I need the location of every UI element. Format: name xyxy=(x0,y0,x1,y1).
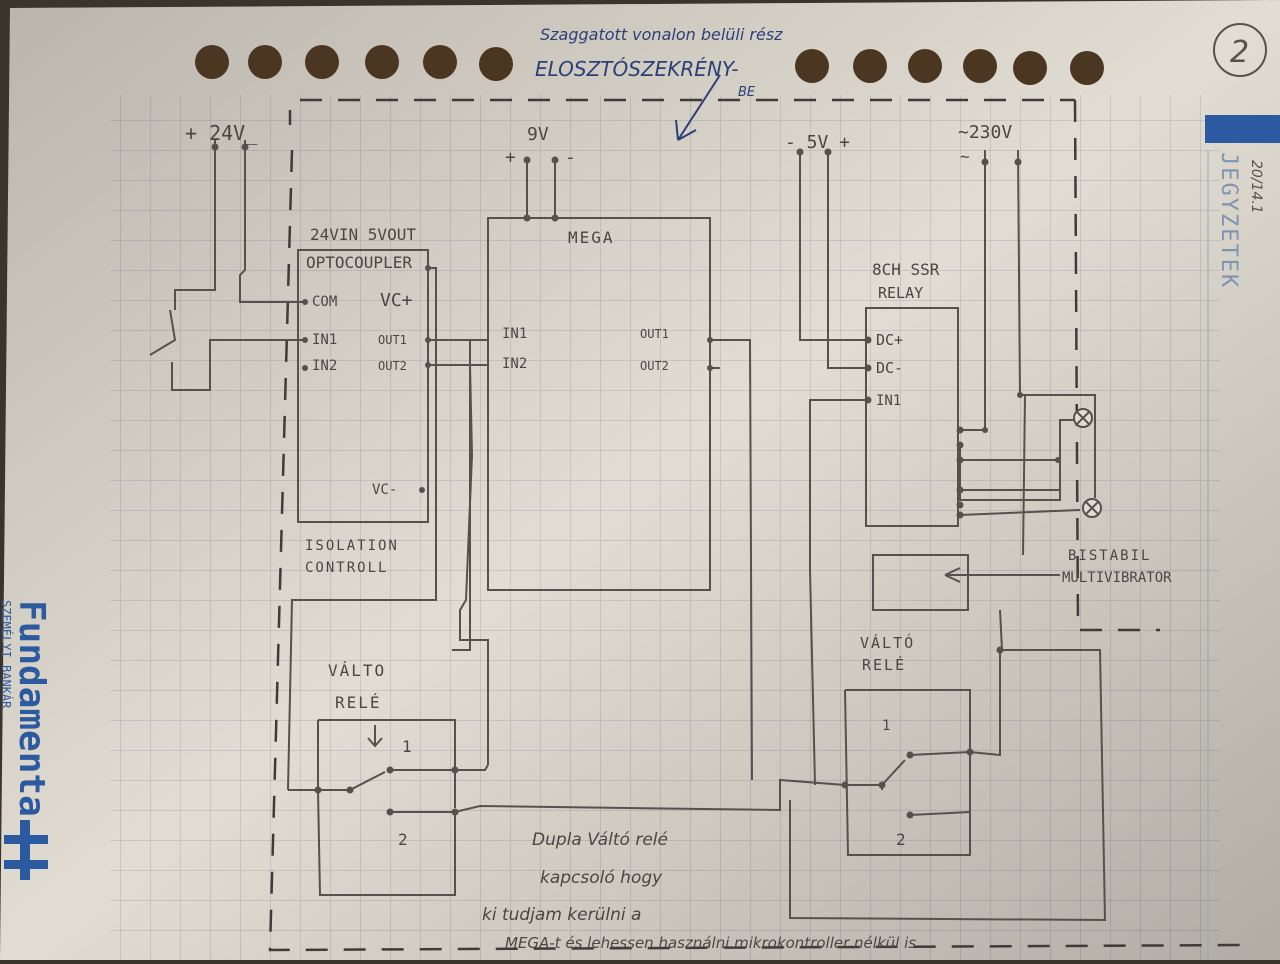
relay-right-title2: RELÉ xyxy=(862,655,906,674)
opto-vcminus-label: VC- xyxy=(372,482,397,498)
corner-scribble: 20/14.1 xyxy=(1248,160,1264,214)
supply-24v-label: + 24V_ xyxy=(185,121,258,145)
mega-in1-label: IN1 xyxy=(502,326,527,342)
opto-out1-label: OUT1 xyxy=(378,333,407,347)
mega-title: MEGA xyxy=(568,228,615,247)
annotation-line2: ELOSZTÓSZEKRÉNY- xyxy=(535,57,739,81)
note-line1: Dupla Váltó relé xyxy=(532,830,668,850)
cabinet-boundary-dashed xyxy=(268,98,1251,952)
ssr-dcminus-label: DC- xyxy=(876,359,903,377)
relay-coil-arrow xyxy=(367,725,383,748)
note-line2: kapcsoló hogy xyxy=(540,868,663,888)
opto-out2-label: OUT2 xyxy=(378,359,407,373)
relay-left-title1: VÁLTO xyxy=(328,661,386,680)
supply-5v-label: - 5V + xyxy=(785,132,850,153)
supply-9v-plus: + xyxy=(505,147,516,168)
ssr-dcplus-label: DC+ xyxy=(876,331,903,349)
optocoupler-title1: 24VIN 5VOUT xyxy=(310,225,416,244)
note-line4: MEGA-t és lehessen használni mikrokontro… xyxy=(505,934,916,952)
mega-out1-label: OUT1 xyxy=(640,327,669,341)
lamp-icon xyxy=(1082,498,1102,518)
page-number: 2 xyxy=(1230,35,1249,70)
note-line3: ki tudjam kerülni a xyxy=(482,905,641,925)
relay-right-pos2: 2 xyxy=(896,830,906,849)
opto-in2-label: IN2 xyxy=(312,358,337,374)
lamp-icon xyxy=(1073,408,1093,428)
terminal-dots xyxy=(211,143,1061,819)
relay-right-title1: VÁLTÓ xyxy=(860,633,915,652)
supply-230v-tilde: ~ xyxy=(960,147,970,166)
annotation-line3: BE xyxy=(738,85,756,100)
brand-mark-icon xyxy=(4,820,48,880)
relay-left-pos2: 2 xyxy=(398,830,408,849)
relay-right-pos1: 1 xyxy=(882,718,890,734)
relay-left-title2: RELÉ xyxy=(335,693,382,712)
punch-holes xyxy=(195,45,1104,85)
opto-in1-label: IN1 xyxy=(312,332,337,348)
mega-out2-label: OUT2 xyxy=(640,359,669,373)
bistable-line1: BISTABIL xyxy=(1068,548,1151,564)
supply-230v-label: ~230V xyxy=(958,122,1012,143)
ssr-title2: RELAY xyxy=(878,284,923,302)
page-number-circle xyxy=(1213,23,1267,77)
ssr-in1-label: IN1 xyxy=(876,393,901,409)
opto-footer2: CONTROLL xyxy=(305,560,388,576)
optocoupler-title2: OPTOCOUPLER xyxy=(306,253,412,272)
mega-in2-label: IN2 xyxy=(502,356,527,372)
relay-left-pos1: 1 xyxy=(402,737,412,756)
brand-sub-text: SZEMÉLYI BANKÁR xyxy=(0,600,14,709)
opto-com-label: COM xyxy=(312,294,337,310)
supply-9v-minus: - xyxy=(565,147,576,168)
margin-blue-bar xyxy=(1205,115,1280,143)
bistable-line2: MULTIVIBRATOR xyxy=(1062,570,1172,586)
labels: 2 Szaggatott vonalon belüli rész ELOSZTÓ… xyxy=(0,25,1264,952)
brand-logo-text: Fundamenta xyxy=(11,600,52,817)
annotation-arrow xyxy=(675,74,721,141)
opto-vcplus-label: VC+ xyxy=(380,290,413,311)
ssr-title1: 8CH SSR xyxy=(872,260,940,279)
opto-footer1: ISOLATION xyxy=(305,538,399,554)
annotation-line1: Szaggatott vonalon belüli rész xyxy=(540,25,783,44)
supply-9v-label: 9V xyxy=(527,124,549,145)
notes-label: JEGYZETEK xyxy=(1216,152,1241,289)
